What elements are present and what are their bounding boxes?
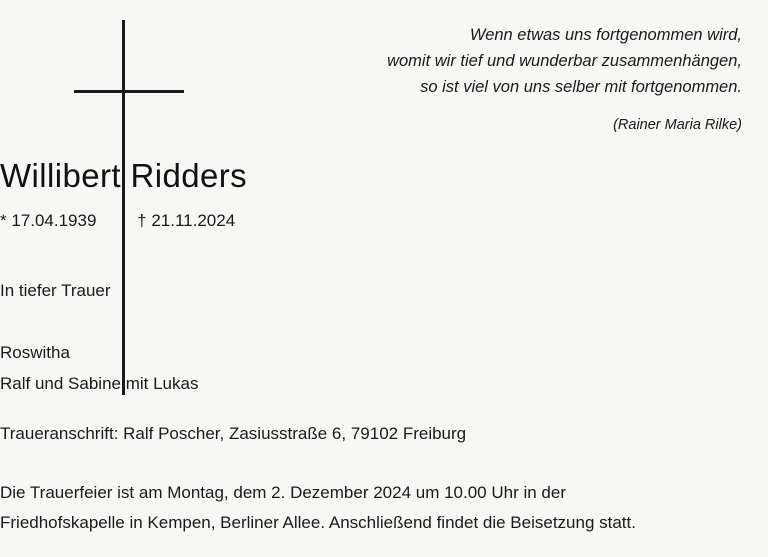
- quote-line-2: womit wir tief und wunderbar zusammenhän…: [387, 52, 742, 70]
- survivor-line-2: Ralf und Sabine mit Lukas: [0, 374, 199, 393]
- mourning-line: In tiefer Trauer: [0, 281, 111, 300]
- life-dates: * 17.04.1939 † 21.11.2024: [0, 211, 768, 231]
- cross-vertical-bar: [122, 20, 125, 395]
- condolence-address: Traueranschrift: Ralf Poscher, Zasiusstr…: [0, 424, 467, 443]
- service-line-1: Die Trauerfeier ist am Montag, dem 2. De…: [0, 483, 566, 502]
- cross-horizontal-bar: [74, 90, 184, 93]
- funeral-service-details: Die Trauerfeier ist am Montag, dem 2. De…: [0, 478, 768, 538]
- quote-line-3: so ist viel von uns selber mit fortgenom…: [420, 78, 742, 96]
- quote-line-1: Wenn etwas uns fortgenommen wird,: [469, 26, 742, 44]
- survivor-line-1: Roswitha: [0, 343, 70, 362]
- quote-author: (Rainer Maria Rilke): [613, 117, 742, 133]
- birth-date: * 17.04.1939: [0, 211, 97, 230]
- service-line-2: Friedhofskapelle in Kempen, Berliner All…: [0, 513, 636, 532]
- cross-icon: [74, 20, 184, 395]
- death-date: † 21.11.2024: [137, 211, 236, 230]
- deceased-name: Willibert Ridders: [0, 157, 248, 194]
- memorial-quote: Wenn etwas uns fortgenommen wird, womit …: [272, 22, 742, 138]
